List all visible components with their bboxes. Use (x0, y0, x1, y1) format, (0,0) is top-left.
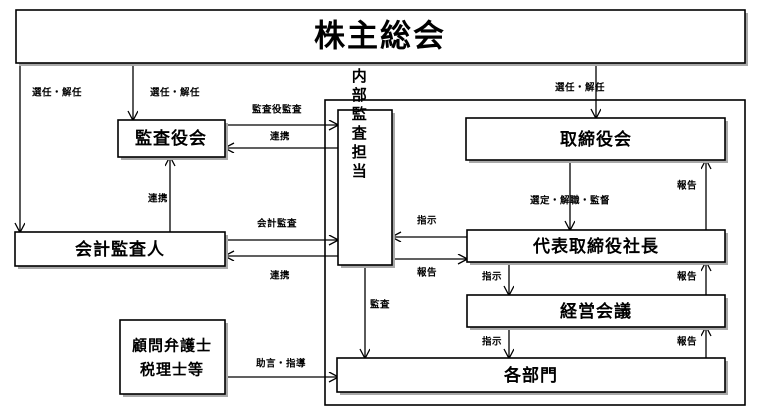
representative-director-label: 代表取締役社長 (532, 236, 659, 257)
edge-label-e11: 指示 (417, 215, 437, 227)
internal-control-container (324, 99, 746, 406)
edge-label-e5: 連携 (270, 131, 290, 143)
advisors-label-line2: 税理士等 (140, 361, 204, 379)
node-board-of-auditors[interactable]: 監査役会 (117, 119, 228, 160)
node-shareholders-meeting[interactable]: 株主総会 (15, 9, 748, 66)
edge-label-layer: 選任・解任 選任・解任 選任・解任 監査役監査 連携 連携 会計監査 連携 助言… (32, 82, 697, 370)
edge-label-e7: 会計監査 (257, 218, 297, 230)
edge-label-e15: 指示 (482, 271, 502, 283)
edge-label-e9: 助言・指導 (256, 358, 306, 370)
internal-audit-label: 内部監査担当 (350, 67, 368, 182)
departments-label: 各部門 (503, 365, 558, 386)
node-management-meeting[interactable]: 経営会議 (466, 294, 728, 330)
edge-label-e8: 連携 (270, 270, 290, 282)
accounting-auditor-label: 会計監査人 (75, 239, 165, 260)
board-of-auditors-label: 監査役会 (135, 128, 207, 149)
node-advisors[interactable]: 顧問弁護士 税理士等 (119, 319, 228, 397)
edge-layer (20, 63, 706, 377)
edge-label-e14: 報告 (677, 180, 697, 192)
node-departments[interactable]: 各部門 (336, 357, 728, 395)
node-representative-director[interactable]: 代表取締役社長 (466, 229, 728, 265)
edge-label-e12: 報告 (417, 267, 437, 279)
edge-label-e10: 監査 (370, 299, 390, 311)
edge-label-e16: 報告 (677, 271, 697, 283)
edge-label-e3: 選任・解任 (555, 82, 605, 94)
node-internal-audit[interactable]: 内部監査担当 (337, 67, 395, 268)
node-accounting-auditor[interactable]: 会計監査人 (14, 231, 228, 269)
edge-label-e4: 監査役監査 (252, 104, 302, 116)
edge-label-e17: 指示 (482, 336, 502, 348)
advisors-label-line1: 顧問弁護士 (132, 337, 212, 355)
board-of-directors-label: 取締役会 (560, 129, 632, 150)
shareholders-meeting-label: 株主総会 (314, 19, 446, 55)
edge-label-e18: 報告 (677, 336, 697, 348)
node-board-of-directors[interactable]: 取締役会 (465, 117, 728, 163)
edge-label-e13: 選定・解職・監督 (530, 195, 610, 207)
edge-label-e1: 選任・解任 (32, 87, 82, 99)
edge-label-e6: 連携 (148, 193, 168, 205)
edge-label-e2: 選任・解任 (150, 87, 200, 99)
management-meeting-label: 経営会議 (560, 301, 632, 322)
